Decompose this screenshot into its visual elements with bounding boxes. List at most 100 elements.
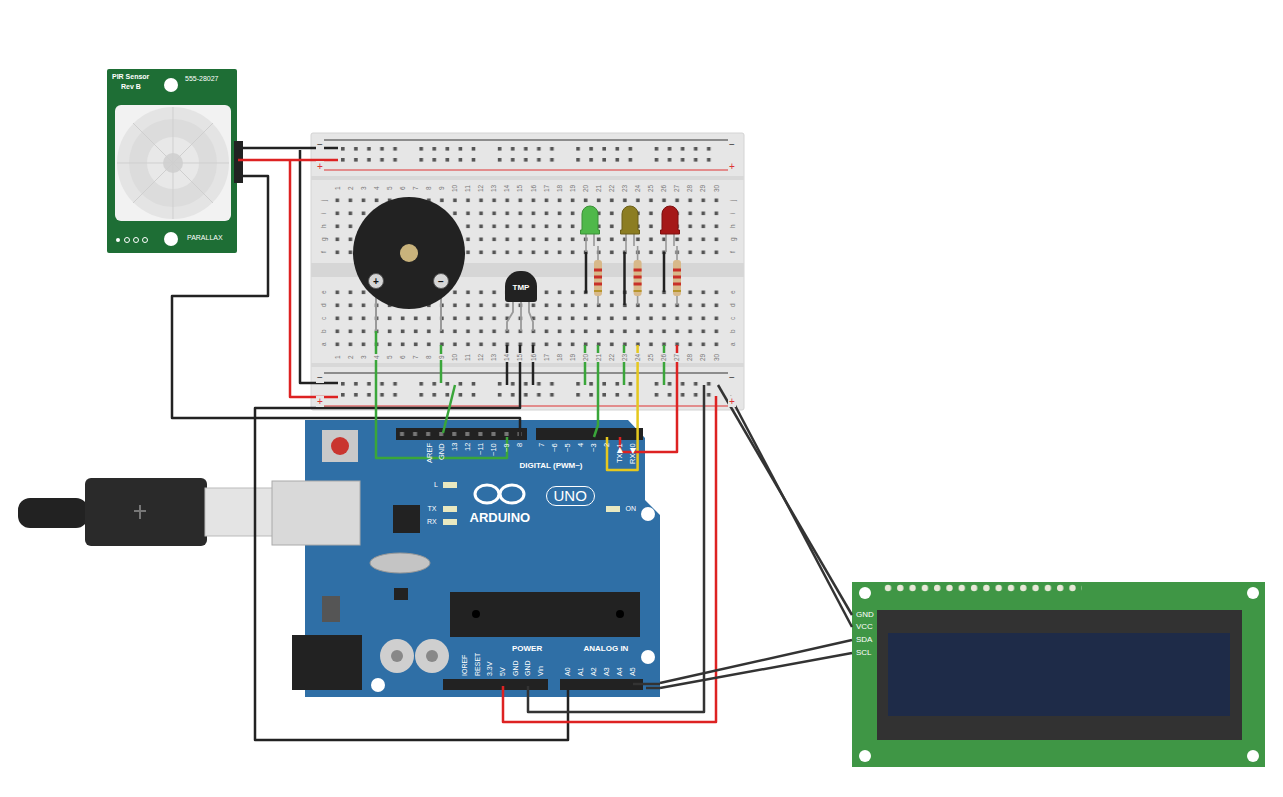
pin-label: IOREF [461,655,469,676]
usb-cable [18,478,275,546]
node-text: PIR Sensor [112,73,149,81]
column-number: 1 [334,354,341,360]
pin-label: A2 [590,667,598,676]
pin-label: 12 [464,443,472,451]
pin-label: A0 [564,667,572,676]
column-number: 21 [595,352,602,361]
row-letter: i [729,211,736,214]
row-letter: j [729,198,736,201]
column-number: 10 [451,183,458,192]
column-number: 24 [634,352,641,361]
piezo-buzzer [353,197,465,331]
column-number: 20 [582,183,589,192]
node-text: VCC [856,623,873,632]
arduino-uno-board [272,420,660,697]
jumper-wires [172,148,852,740]
column-number: 27 [673,183,680,192]
signal-wire [660,640,852,683]
column-number: 22 [608,352,615,361]
column-number: 3 [360,354,367,360]
column-number: 18 [556,183,563,192]
column-number: 27 [673,352,680,361]
column-number: 26 [660,352,667,361]
column-number: 6 [399,354,406,360]
pin-label: ~10 [490,443,498,456]
column-number: 3 [360,185,367,191]
row-letter: c [320,316,327,321]
temperature-sensor-legs [507,300,533,331]
row-letter: d [729,303,736,309]
led-label: L [434,481,438,489]
node-text: SDA [856,636,872,645]
column-number: 5 [386,185,393,191]
row-letter: h [320,224,327,230]
pin-label: ~11 [477,443,485,455]
column-number: 29 [699,352,706,361]
rail-polarity: + [728,161,736,172]
pin-label: A5 [629,667,637,676]
column-number: 4 [373,185,380,191]
row-letter: g [729,237,736,243]
pin-label: ~5 [564,443,572,452]
column-number: 26 [660,183,667,192]
column-number: 17 [543,352,550,361]
signal-wire [660,653,852,688]
rail-polarity: − [728,139,736,150]
polarity-mark: + [373,276,379,287]
node-text: GND [856,611,874,620]
rail-polarity: + [728,396,736,407]
column-number: 28 [686,183,693,192]
row-letter: e [729,290,736,296]
column-number: 21 [595,183,602,192]
column-number: 12 [477,183,484,192]
pin-label: 7 [538,443,546,447]
row-letter: b [729,329,736,335]
pin-label: 13 [451,443,459,451]
pin-label: 4 [577,443,585,447]
lcd-i2c-module [852,582,1265,767]
column-number: 24 [634,183,641,192]
row-letter: h [729,224,736,230]
pin-label: 2 [603,443,611,447]
row-letter: b [320,329,327,335]
column-number: 16 [530,183,537,192]
rail-polarity: + [316,396,324,407]
column-number: 15 [516,183,523,192]
pin-label: ~3 [590,443,598,452]
column-number: 15 [516,352,523,361]
pin-label: A1 [577,667,585,676]
pin-label: GND [524,660,532,676]
pin-label: 8 [516,443,524,447]
column-number: 8 [425,354,432,360]
sensor-module: PIR SensorRev B555-28027PARALLAX [107,69,237,253]
rail-polarity: − [728,372,736,383]
display-module: GND VCC SDA SCL [852,582,1265,767]
pir-sensor [107,69,243,253]
pin-label: A3 [603,667,611,676]
column-number: 5 [386,354,393,360]
column-number: 22 [608,183,615,192]
column-number: 19 [569,183,576,192]
pin-label: ~6 [551,443,559,452]
pin-label: TX▶1 [616,443,624,463]
node-text: SCL [856,649,872,658]
header-title: DIGITAL (PWM~) [520,462,583,471]
row-letter: d [320,303,327,309]
column-number: 17 [543,183,550,192]
node-text: UNO [546,486,595,507]
column-number: 2 [347,185,354,191]
pin-label: AREF [426,443,434,463]
microcontroller-board: ARDUINOUNO [305,420,660,697]
column-number: 14 [503,352,510,361]
led-resistor-group [581,206,682,305]
sensor-package: TMP [505,271,537,302]
column-number: 13 [490,183,497,192]
pin-label: ~9 [503,443,511,452]
column-number: 7 [412,185,419,191]
column-number: 8 [425,185,432,191]
header-title: POWER [512,645,542,654]
polarity-mark: − [438,276,444,287]
column-number: 7 [412,354,419,360]
